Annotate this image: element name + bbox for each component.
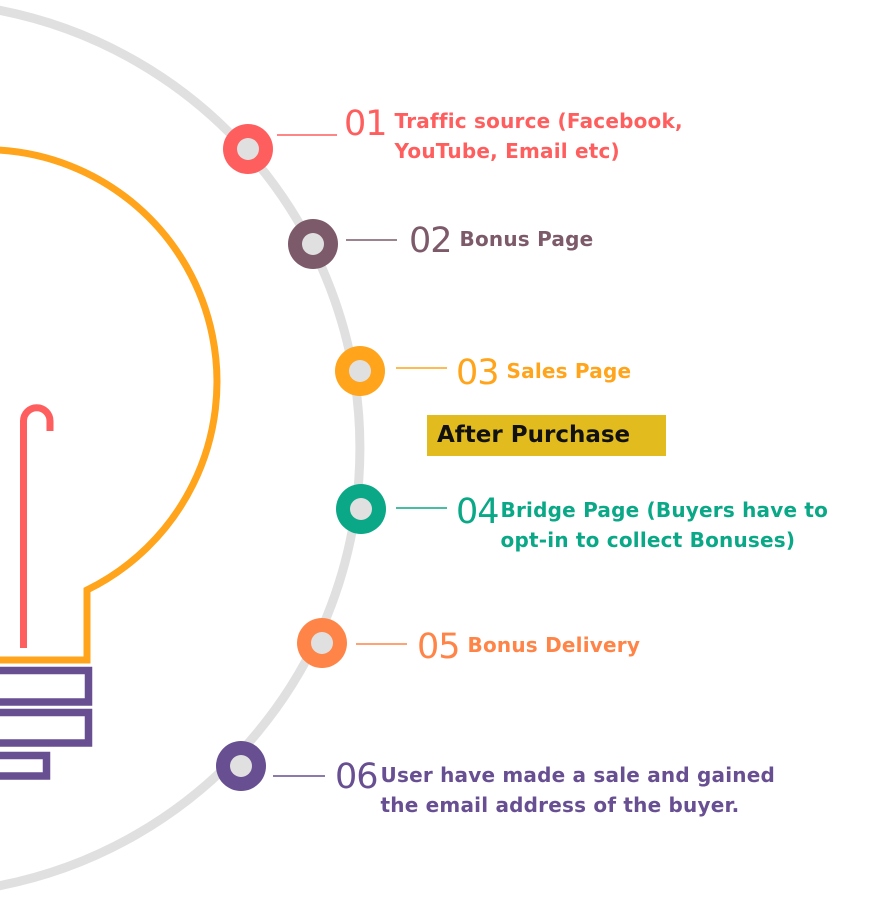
step-label: Sales Page [506, 359, 632, 383]
step-number: 03 [456, 353, 500, 393]
bulb-base-ring-1 [0, 666, 93, 706]
timeline-track [0, 5, 365, 891]
step-05: 05 Bonus Delivery [417, 627, 640, 667]
step-label: Bonus Page [459, 227, 594, 251]
timeline-dots [216, 124, 447, 791]
step-dot-center [311, 632, 333, 654]
step-03: 03 Sales Page [456, 353, 631, 393]
step-label: Traffic source (Facebook, YouTube, Email… [394, 109, 683, 163]
step-06: 06 User have made a sale and gained the … [335, 757, 775, 820]
bulb-filament [20, 404, 54, 648]
bulb-base-ring-2 [0, 708, 93, 747]
step-number: 05 [417, 627, 461, 667]
step-number: 01 [344, 104, 388, 144]
step-01: 01 Traffic source (Facebook, YouTube, Em… [344, 104, 683, 166]
step-02: 02 Bonus Page [409, 221, 593, 261]
light-bulb-icon [0, 146, 221, 780]
step-label: Bridge Page (Buyers have to opt-in to co… [500, 498, 829, 552]
bulb-base-ring-3 [0, 751, 51, 780]
step-dot-center [349, 360, 371, 382]
step-dot-center [237, 138, 259, 160]
step-dot-center [350, 498, 372, 520]
step-dot-center [230, 755, 252, 777]
step-number: 02 [409, 221, 453, 261]
after-purchase-badge: After Purchase [427, 415, 666, 456]
bulb-base [0, 666, 93, 780]
step-number: 04 [456, 492, 500, 532]
bulb-glass-outline [0, 146, 221, 664]
step-label: User have made a sale and gained the ema… [380, 763, 776, 817]
step-04: 04 Bridge Page (Buyers have to opt-in to… [456, 492, 828, 555]
step-label: Bonus Delivery [467, 633, 641, 657]
step-number: 06 [335, 757, 379, 797]
step-dot-center [302, 233, 324, 255]
